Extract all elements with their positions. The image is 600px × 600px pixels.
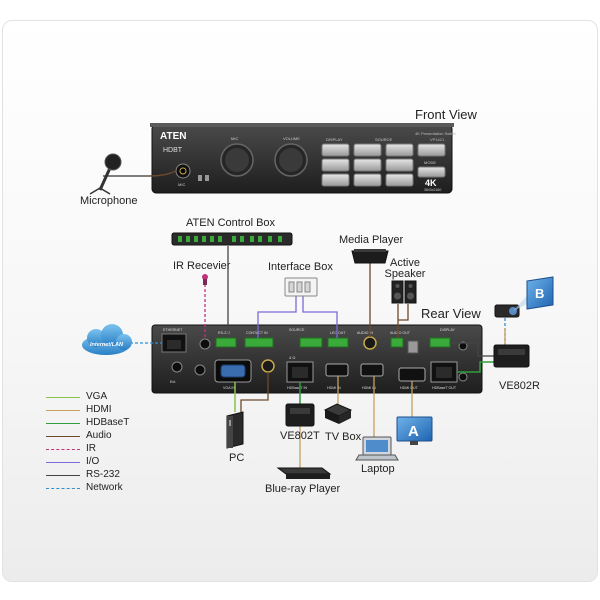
audio-in-jack-icon xyxy=(363,336,377,350)
rear-label-hdbaset-out: HDBaseT OUT xyxy=(432,386,457,390)
legend-line xyxy=(46,475,80,476)
interface-box-label: Interface Box xyxy=(268,261,333,273)
legend-label: Network xyxy=(86,482,123,493)
tv-box-label: TV Box xyxy=(325,431,362,443)
microphone-icon xyxy=(89,153,177,195)
legend-line xyxy=(46,449,80,450)
pc-label: PC xyxy=(229,452,245,464)
legend-label: IR xyxy=(86,443,96,454)
rear-label-source: SOURCE xyxy=(289,328,305,332)
hdmi-in-port-icon xyxy=(360,363,384,377)
hdmi-out-port-icon xyxy=(398,367,426,382)
speaker-label: Active Speaker xyxy=(384,257,426,280)
rear-label-hdmi-in-1: HDMI IN xyxy=(327,386,341,390)
display-a-icon: A xyxy=(396,416,433,445)
media-player-icon xyxy=(351,249,389,264)
rear-label-hdbaset-in: HDBaseT IN xyxy=(287,386,308,390)
section-label-mode: MODE xyxy=(424,160,436,165)
front-button-grid xyxy=(321,143,446,187)
legend-line xyxy=(46,423,80,424)
ir-receiver-icon xyxy=(202,274,208,285)
rear-label-ext: Ext. xyxy=(170,380,176,384)
section-label-display: DISPLAY xyxy=(326,137,343,142)
rear-label-vga-in: VGA IN xyxy=(223,386,235,390)
contact-terminal-icon xyxy=(244,337,274,348)
laptop-icon xyxy=(355,436,399,461)
rear-panel: ETHERNET RS-232 CONTACT IN SOURCE LEC OU… xyxy=(151,324,483,394)
legend-line xyxy=(46,397,80,398)
rear-label-ohm: 4 Ω xyxy=(289,355,295,360)
badge-4k-sub: 3840x2160 xyxy=(424,188,441,192)
knob-label-mic: MIC xyxy=(231,136,238,141)
rear-view-title: Rear View xyxy=(421,306,481,321)
control-box-label: ATEN Control Box xyxy=(186,217,276,229)
legend-line xyxy=(46,410,80,411)
display-b-letter: B xyxy=(535,286,544,301)
legend-line xyxy=(46,436,80,437)
laptop-label: Laptop xyxy=(361,463,395,475)
ve802t-icon xyxy=(285,403,315,427)
rear-label-audio-out: AUDIO OUT xyxy=(390,331,411,335)
rear-label-display: DISPLAY xyxy=(440,328,456,332)
legend-label: RS-232 xyxy=(86,469,120,480)
interface-box-icon xyxy=(284,277,318,297)
network-cloud-icon xyxy=(82,324,132,355)
legend-label: Audio xyxy=(86,430,112,441)
legend-label: HDMI xyxy=(86,404,112,415)
front-model-no: VP1421 xyxy=(430,137,445,142)
ve802r-icon xyxy=(493,344,530,368)
legend-line xyxy=(46,488,80,489)
rear-label-audio-in: AUDIO IN xyxy=(357,331,373,335)
speaker-icon xyxy=(391,280,417,304)
legend-label: HDBaseT xyxy=(86,417,130,428)
badge-4k: 4K xyxy=(425,178,437,188)
rear-label-contact-in: CONTACT IN xyxy=(246,331,268,335)
rear-label-hdmi-in-2: HDMI IN xyxy=(362,386,376,390)
section-label-source: SOURCE xyxy=(375,137,392,142)
hdmi-in-port-icon xyxy=(325,363,349,377)
front-view-title: Front View xyxy=(415,107,477,122)
microphone-label: Microphone xyxy=(80,195,138,207)
tv-box-icon xyxy=(323,403,353,424)
rear-label-rs232: RS-232 xyxy=(218,331,230,335)
display-a-letter: A xyxy=(408,423,419,440)
knob-label-volume: VOLUME xyxy=(283,136,300,141)
control-box-icon xyxy=(171,232,293,246)
rs232-terminal-icon xyxy=(215,337,237,348)
diagram-card xyxy=(2,20,598,582)
network-cloud-label: Internet/LAN xyxy=(90,342,124,348)
ve802r-label: VE802R xyxy=(499,380,540,392)
bluray-label: Blue-ray Player xyxy=(265,483,341,495)
front-hdbt: HDBT xyxy=(163,147,183,154)
front-model-caption: 4K Presentation Switch xyxy=(415,131,456,136)
ir-receiver-label: IR Recevier xyxy=(173,260,231,272)
media-player-label: Media Player xyxy=(339,234,404,246)
front-panel: ATEN HDBT 4K Presentation Switch VP1421 … xyxy=(150,123,456,194)
connection-lines xyxy=(130,246,506,468)
ve802t-label: VE802T xyxy=(280,430,320,442)
legend-label: VGA xyxy=(86,391,108,402)
projection-screen-b-icon: B xyxy=(526,276,554,310)
rear-label-lec-out: LEC OUT xyxy=(330,331,346,335)
bluray-player-icon xyxy=(276,467,332,479)
front-brand: ATEN xyxy=(160,131,186,142)
front-mic-jack-label: MIC xyxy=(178,182,185,187)
legend-label: I/O xyxy=(86,456,100,467)
pc-tower-icon xyxy=(226,411,244,449)
rear-label-hdmi-out: HDMI OUT xyxy=(400,386,419,390)
rear-label-ethernet: ETHERNET xyxy=(163,328,183,332)
legend-line xyxy=(46,462,80,463)
